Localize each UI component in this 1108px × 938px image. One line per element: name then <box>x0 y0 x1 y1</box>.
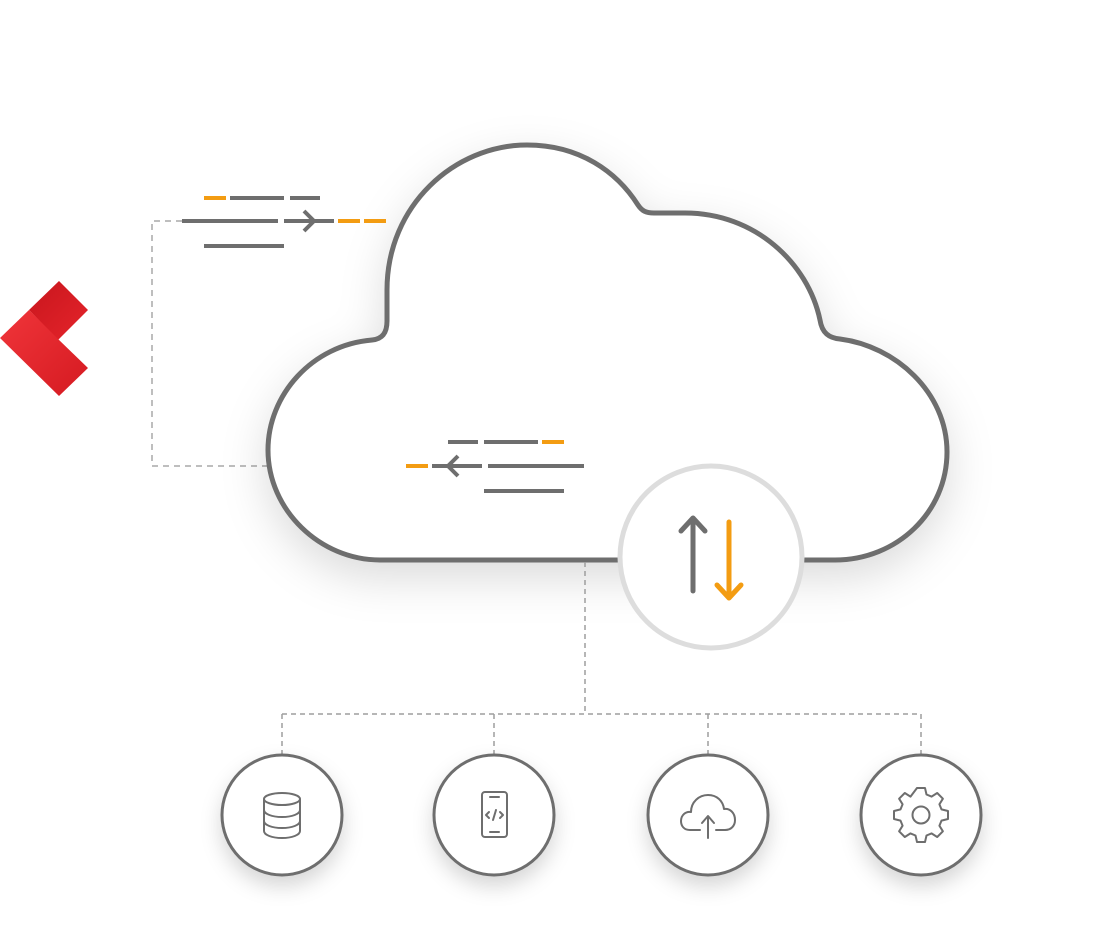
connector-loop <box>151 220 408 467</box>
mobile-code-icon <box>481 791 508 838</box>
arrow-right-icon <box>302 209 317 233</box>
database-icon <box>263 792 301 840</box>
cloud-shape <box>265 142 950 563</box>
service-node-settings <box>859 753 983 877</box>
cloud-icon <box>265 142 950 563</box>
cloud-upload-icon <box>680 794 736 839</box>
gear-icon <box>893 787 949 843</box>
brand-logo-icon <box>0 281 88 396</box>
data-flow-out <box>406 440 584 493</box>
sync-node <box>617 463 805 651</box>
arrow-left-icon <box>445 454 460 478</box>
sync-circle <box>617 463 805 651</box>
logo-lower-block <box>0 310 88 396</box>
left-connector <box>151 220 408 467</box>
service-node-mobile <box>432 753 556 877</box>
service-node-database <box>220 753 344 877</box>
data-flow-in <box>182 196 386 248</box>
service-node-cloud-upload <box>646 753 770 877</box>
service-circle <box>859 753 983 877</box>
service-connectors <box>281 562 922 755</box>
service-circle <box>220 753 344 877</box>
sync-arrows-icon <box>678 515 744 601</box>
